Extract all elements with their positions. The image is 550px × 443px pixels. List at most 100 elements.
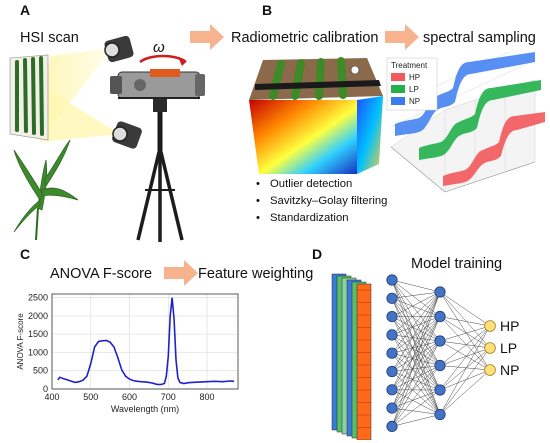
hidden-node [386, 420, 398, 432]
nn-connection [391, 279, 441, 293]
nn-connection [391, 291, 441, 390]
nn-connection [439, 316, 491, 327]
cube-front-face [249, 100, 357, 174]
cube-reference-dot [350, 65, 360, 75]
nn-connection [391, 291, 441, 336]
x-tick-label: 800 [199, 392, 214, 402]
hidden-node [434, 359, 446, 372]
lamp-bottom-icon [112, 121, 142, 149]
nn-connection [439, 347, 491, 415]
hidden-node [386, 310, 398, 323]
nn-connection [439, 325, 491, 391]
y-axis-label: ANOVA F-score [16, 313, 25, 370]
hidden-node [434, 408, 446, 421]
nn-connection [439, 369, 491, 415]
x-axis-label: Wavelength (nm) [111, 404, 179, 414]
nn-connection [391, 316, 441, 390]
nn-connection [439, 325, 491, 415]
nn-connection [391, 298, 441, 342]
nn-connection [391, 298, 441, 317]
legend-label-lp: LP [409, 85, 419, 94]
feature-map-layer [356, 283, 372, 440]
hidden-node [386, 402, 398, 414]
nn-connection [391, 291, 441, 372]
nn-connection [391, 334, 441, 342]
hidden-node [386, 274, 398, 286]
hidden-node [434, 335, 446, 347]
nn-connection [439, 365, 491, 371]
nn-connection [391, 365, 441, 409]
hidden-node [386, 329, 398, 341]
spectral-sampling-title: spectral sampling [423, 30, 536, 46]
nn-connection [391, 316, 441, 372]
feature-weighting-title: Feature weighting [198, 266, 314, 282]
tripod-icon [136, 98, 184, 242]
anova-fscore-line [57, 297, 235, 386]
nn-connection [439, 325, 491, 366]
hidden-node [434, 310, 446, 323]
nn-connection [391, 316, 441, 336]
nn-connection [439, 316, 491, 371]
legend-label-hp: HP [409, 73, 420, 82]
radiometric-calibration-title: Radiometric calibration [231, 30, 379, 46]
nn-connection [391, 365, 441, 427]
spectral-sampling-plot: Treatment HP LP NP [386, 52, 545, 193]
nn-connection [391, 316, 441, 342]
hp-spectrum-band [443, 112, 545, 186]
nn-connection [391, 371, 441, 415]
nn-connection [439, 291, 491, 349]
leaf-strips [15, 56, 44, 136]
y-tick-label: 500 [33, 366, 48, 376]
omega-symbol: ω [153, 39, 165, 56]
nn-connection [391, 414, 441, 427]
nn-connection [391, 365, 441, 372]
nn-connection [439, 325, 491, 342]
x-tick-label: 600 [122, 392, 137, 402]
nn-connection [391, 407, 441, 415]
nn-connection [439, 347, 491, 391]
panel-a-letter: A [20, 2, 31, 18]
model-training-title: Model training [411, 256, 503, 272]
nn-connection [391, 279, 441, 317]
x-tick-label: 400 [44, 392, 59, 402]
output-label: LP [500, 340, 517, 356]
legend-label-np: NP [409, 97, 420, 106]
x-tick-label: 500 [83, 392, 98, 402]
nn-connection [391, 340, 441, 354]
nn-connection [439, 340, 491, 349]
cube-leaf-strips [269, 57, 347, 100]
nn-connection [439, 291, 491, 371]
flow-arrow-calibration-sampling-icon [385, 24, 419, 50]
panel-c-letter: C [20, 246, 31, 262]
y-tick-label: 0 [43, 384, 48, 394]
hidden-node [386, 347, 398, 359]
hidden-node [386, 384, 398, 396]
nn-connection [439, 291, 491, 327]
preprocessing-list: Outlier detection Savitzky–Golay filteri… [256, 176, 387, 227]
hidden-node [434, 286, 446, 298]
output-label: HP [500, 318, 519, 334]
nn-connection [439, 369, 491, 391]
cube-calibration-bar [255, 80, 381, 90]
y-tick-label: 2000 [28, 311, 48, 321]
y-tick-label: 1000 [28, 347, 48, 357]
leaf-sample-panel [9, 54, 49, 141]
output-node [484, 320, 496, 332]
nn-connection [391, 365, 441, 391]
nn-connection [391, 279, 441, 342]
lp-spectrum-band [419, 80, 541, 160]
x-tick-label: 700 [161, 392, 176, 402]
panel-d-letter: D [312, 246, 323, 262]
nn-connection [391, 291, 441, 299]
panel-b-letter: B [262, 2, 273, 18]
light-beam-bottom [40, 85, 120, 142]
nn-connection [391, 291, 441, 427]
nn-connection [391, 291, 441, 409]
legend-title: Treatment [391, 61, 428, 70]
nn-connection [391, 340, 441, 372]
rotation-arrowhead-icon [178, 57, 186, 66]
plot-frame [51, 293, 239, 390]
nn-connection [439, 340, 491, 371]
hidden-node [386, 292, 398, 304]
